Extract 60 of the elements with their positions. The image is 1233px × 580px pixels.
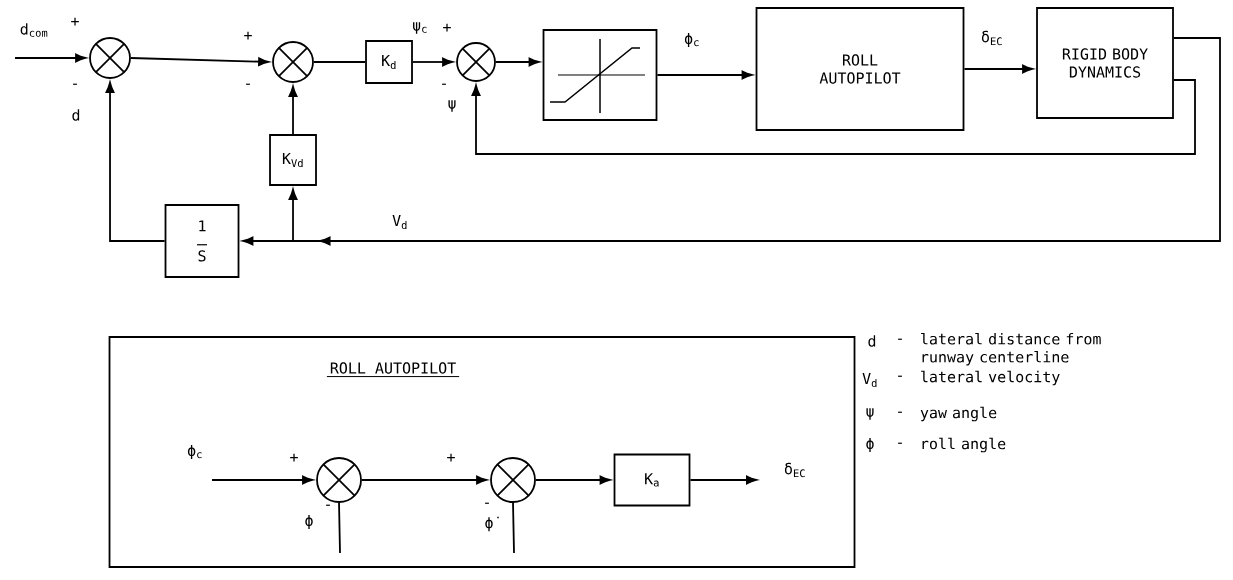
saturation-box (542, 29, 658, 121)
sign-label: + (290, 453, 298, 462)
symbol-label: ψ (866, 408, 874, 420)
definition-text: yaw angle (920, 406, 997, 422)
sign-label: - (442, 83, 446, 85)
symbol-label: ϕ (866, 437, 874, 452)
edge-label: V$_{d}$ (391, 213, 409, 231)
integrator-box: 1 S (164, 204, 240, 278)
sign-label: + (244, 31, 252, 40)
arrow (211, 475, 314, 485)
summing-junction (490, 457, 536, 503)
definition-text: roll angle (922, 437, 1006, 453)
edge-label: ψ (446, 99, 458, 113)
sign-label: + (443, 23, 451, 32)
edge-label: ϕ$_{c}$ (186, 443, 204, 460)
edge-label: ϕ (303, 513, 315, 530)
arrow (963, 64, 1034, 74)
symbol-label: V$_{d}$ (862, 372, 877, 388)
gain-box: K$_{a}$ (613, 453, 691, 507)
sign-label: - (485, 502, 489, 504)
summing-junction (89, 37, 131, 79)
arrow (412, 57, 454, 67)
summing-junction (316, 457, 362, 503)
arrow (689, 475, 757, 485)
separator-dash: - (898, 375, 902, 377)
sign-label: + (447, 453, 455, 462)
edge-label: ϕ̇ (483, 515, 499, 533)
arrow (130, 57, 270, 66)
edge-label: δ$_{EC}$ (782, 461, 808, 479)
sign-label: + (71, 17, 79, 26)
arrow (14, 53, 87, 63)
arrow (292, 37, 1221, 246)
block-box: ROLL AUTOPILOT (755, 7, 965, 131)
separator-dash: - (898, 338, 902, 340)
edge-label: d (70, 108, 82, 122)
arrow (242, 236, 294, 246)
arrow (535, 475, 611, 485)
block-box: RIGID BODY DYNAMICS (1036, 7, 1174, 119)
arrow (105, 81, 166, 242)
symbol-label: d (868, 335, 876, 347)
arrow (288, 188, 298, 242)
arrow (361, 475, 488, 485)
sign-label: - (73, 83, 77, 85)
sign-label: - (326, 504, 330, 506)
edge-label: ϕ$_{c}$ (683, 31, 701, 49)
definition-text: lateral velocity (921, 370, 1060, 386)
arrow (288, 85, 298, 135)
gain-box: K$_{Vd}$ (269, 134, 317, 186)
summing-junction (272, 41, 314, 83)
edge-label: ψ$_{c}$ (411, 21, 429, 35)
edge-label: δ$_{EC}$ (979, 29, 1005, 47)
arrow (656, 70, 753, 80)
arrow (495, 57, 540, 67)
edge-label: d$_{com}$ (18, 22, 50, 38)
summing-junction (456, 42, 496, 82)
separator-dash: - (898, 442, 902, 444)
separator-dash: - (898, 411, 902, 413)
arrow (471, 79, 1196, 155)
gain-box: K$_{d}$ (365, 40, 413, 84)
sign-label: - (246, 83, 250, 85)
